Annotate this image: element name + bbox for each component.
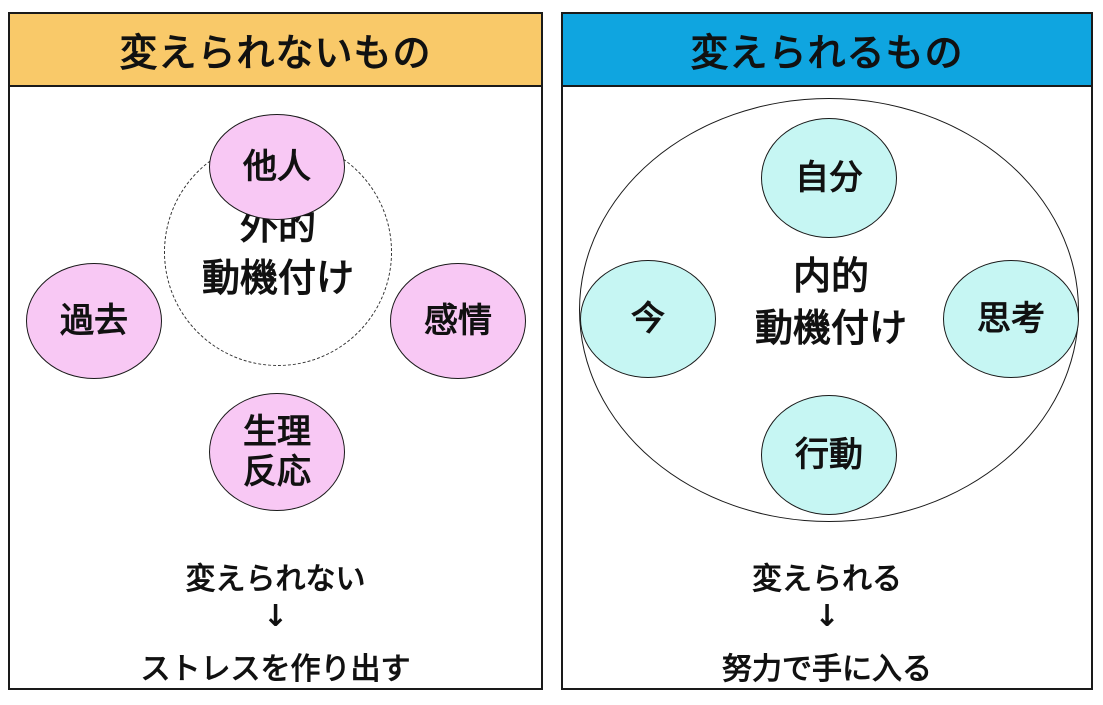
node-shikou: 思考 [943, 260, 1079, 378]
right-center-label: 内的 動機付け [717, 217, 945, 387]
right-center-line2: 動機付け [754, 306, 907, 350]
node-tanin: 他人 [209, 114, 345, 220]
node-koudou: 行動 [761, 395, 897, 515]
right-caption-line1: 変えられる [752, 562, 902, 597]
node-kako: 過去 [26, 263, 162, 379]
left-panel: 変えられないもの 外的 動機付け 他人 過去 感情 生理 反応 変えられない ↓… [8, 12, 543, 690]
left-caption-line1: 変えられない [185, 562, 366, 597]
left-caption-line2: ストレスを作り出す [140, 652, 411, 687]
right-caption-arrow: ↓ [814, 599, 840, 634]
right-diagram: 内的 動機付け 自分 今 思考 行動 [563, 87, 1091, 537]
left-center-line2: 動機付け [201, 256, 354, 300]
left-center-label: 外的 動機付け [164, 138, 392, 366]
left-diagram: 外的 動機付け 他人 過去 感情 生理 反応 [10, 87, 541, 537]
right-panel: 変えられるもの 内的 動機付け 自分 今 思考 行動 変えられる ↓ 努力で手に… [561, 12, 1093, 690]
left-panel-title: 変えられないもの [10, 14, 541, 87]
node-ima: 今 [580, 260, 716, 378]
node-jibun: 自分 [761, 118, 897, 238]
big-ring [579, 98, 1079, 522]
node-kanjou: 感情 [390, 263, 526, 379]
node-seiri-hannou: 生理 反応 [209, 393, 345, 511]
left-caption-arrow: ↓ [262, 599, 289, 634]
right-caption-line2: 努力で手に入る [722, 652, 932, 687]
right-panel-title: 変えられるもの [563, 14, 1091, 87]
right-center-line1: 内的 [792, 254, 869, 298]
